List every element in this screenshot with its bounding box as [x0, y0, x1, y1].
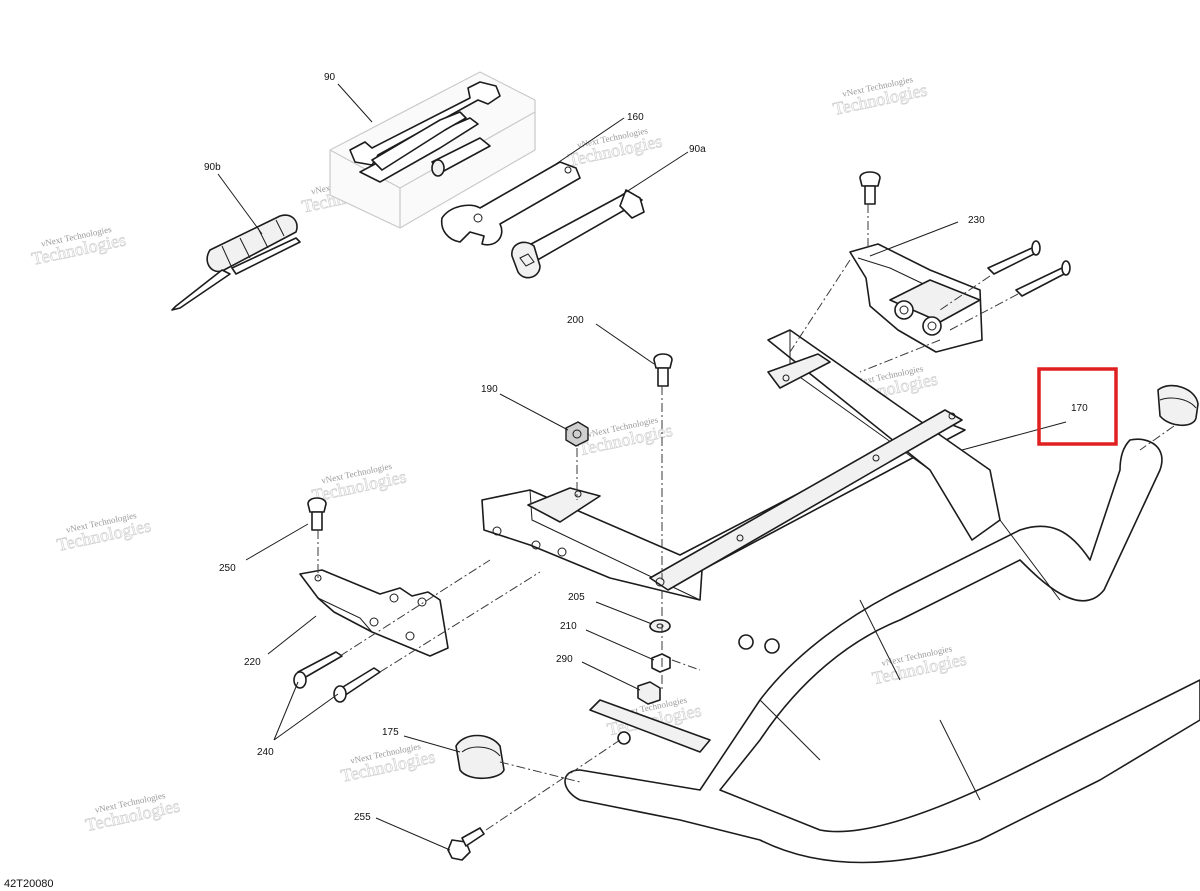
washer-205: [649, 619, 671, 633]
watermark: vNext Technologies Technologies: [339, 741, 437, 786]
bumper-tube: [564, 438, 1200, 864]
highlight-box-170: [1037, 367, 1118, 446]
callout-labels: 90 90b 160 90a 230 200 190 170 250 220 2…: [204, 72, 1088, 823]
pliers: [359, 111, 479, 183]
long-bolt-lower: [1015, 260, 1071, 297]
watermark: vNext Technologies Technologies: [566, 125, 664, 170]
bumper-lower-tab: [589, 699, 711, 753]
callout-160: 160: [627, 112, 644, 123]
bolt-240-lower: [333, 667, 381, 703]
long-bolt-upper: [987, 240, 1041, 275]
callout-90: 90: [324, 72, 336, 83]
leader-lines: [217, 83, 1067, 851]
callout-290: 290: [556, 654, 573, 665]
callout-200: 200: [567, 315, 584, 326]
watermark: vNext Technologies Technologies: [310, 461, 408, 506]
end-cap-170: [1157, 384, 1199, 427]
watermark: vNext Technologies Technologies: [55, 510, 153, 555]
assembly-lines: [317, 204, 1175, 831]
watermark: vNext Technologies Technologies: [29, 224, 127, 269]
frame-upper-plate: [767, 353, 831, 389]
spark-plug-socket: [431, 137, 491, 177]
socket-tool: [511, 189, 645, 279]
nut-210: [651, 653, 671, 673]
bolt-255: [447, 827, 485, 861]
bolt-240-upper: [293, 651, 343, 689]
callout-190: 190: [481, 384, 498, 395]
callout-230: 230: [968, 215, 985, 226]
callout-250: 250: [219, 563, 236, 574]
document-id: 42T20080: [4, 878, 54, 890]
plug-175: [455, 734, 505, 780]
callout-175: 175: [382, 727, 399, 738]
frame-mount-plate: [527, 487, 601, 523]
callout-220: 220: [244, 657, 261, 668]
screwdriver: [171, 214, 301, 311]
watermark: vNext Technologies Technologies: [576, 414, 674, 459]
open-end-wrench: [349, 81, 501, 166]
callout-210: 210: [560, 621, 577, 632]
callout-255: 255: [354, 812, 371, 823]
spanner-wrench: [440, 161, 581, 246]
callout-90b: 90b: [204, 162, 221, 173]
nut-190: [565, 421, 589, 447]
nut-290: [637, 681, 661, 705]
callout-170: 170: [1071, 403, 1088, 414]
watermark: vNext Technologies Technologies: [831, 74, 929, 119]
bracket-220: [299, 569, 449, 657]
callout-240: 240: [257, 747, 274, 758]
frame-nuts: [738, 634, 780, 654]
callout-205: 205: [568, 592, 585, 603]
callout-90a: 90a: [689, 144, 706, 155]
bolt-230-top: [859, 171, 881, 205]
bracket-230: [849, 243, 983, 353]
bolt-200: [653, 353, 673, 387]
watermark: vNext Technologies Technologies: [83, 790, 181, 835]
bolt-250: [307, 497, 327, 531]
frame-flat-bar: [649, 409, 963, 591]
